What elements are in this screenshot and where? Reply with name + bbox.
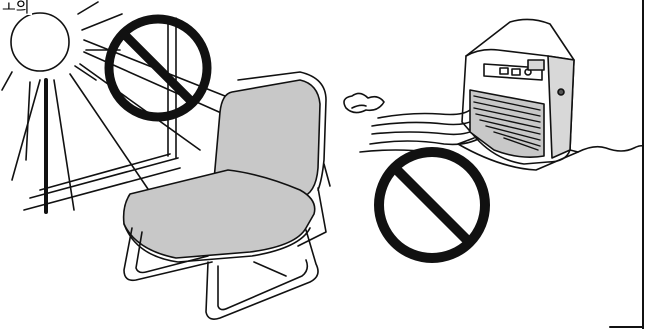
heater-illustration bbox=[458, 19, 643, 170]
chair-illustration bbox=[124, 72, 330, 319]
heater-power-cord bbox=[578, 146, 643, 152]
heater-button-1 bbox=[500, 68, 508, 74]
heater-side-panel bbox=[548, 56, 574, 158]
chair-crossbar bbox=[254, 262, 286, 276]
heater-display bbox=[528, 60, 544, 70]
chair-front-leg-inner bbox=[218, 260, 307, 310]
prohibition-icon-heater bbox=[379, 152, 485, 258]
heater-button-2 bbox=[512, 69, 520, 75]
sun-icon bbox=[2, 2, 122, 212]
heater-indicator bbox=[558, 89, 564, 95]
chair-armrest-end bbox=[324, 164, 330, 186]
corner-label: ㅗ의 bbox=[0, 0, 32, 15]
prohibition-icon-sun bbox=[109, 19, 207, 117]
heater-grille bbox=[470, 90, 544, 157]
